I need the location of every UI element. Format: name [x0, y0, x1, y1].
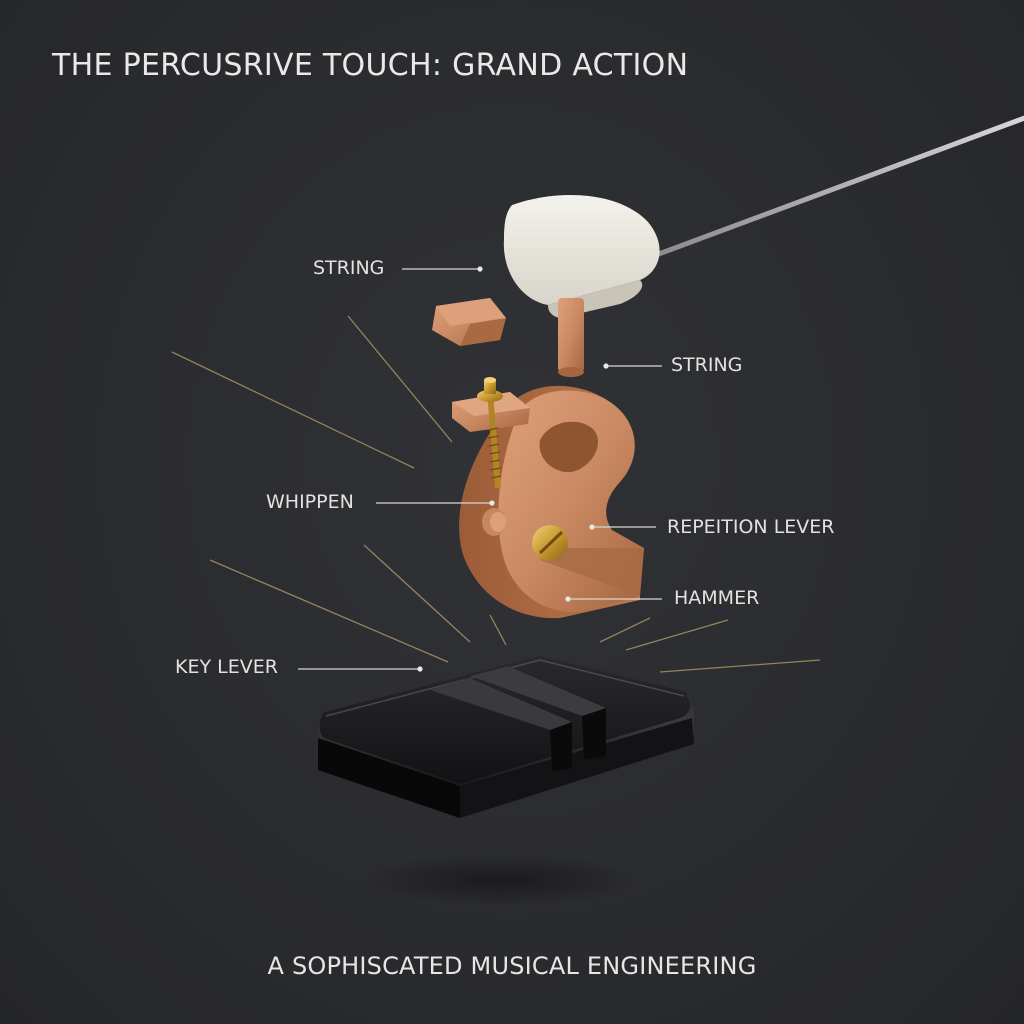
whippen-body: [459, 385, 644, 619]
caption: A SOPHISCATED MUSICAL ENGINEERING: [267, 952, 757, 980]
pivot-screw: [532, 525, 568, 561]
wood-block: [432, 298, 506, 346]
string-wire: [645, 115, 1024, 261]
label-string-lower: STRING: [671, 354, 743, 376]
brass-screw: [477, 377, 503, 489]
label-key-lever: KEY LEVER: [175, 656, 278, 678]
key-shadow: [360, 854, 640, 906]
label-hammer: HAMMER: [674, 587, 760, 609]
leader-lines: [298, 266, 662, 672]
motion-lines: [171, 315, 821, 673]
label-repetition-lever: REPEITION LEVER: [667, 516, 835, 538]
page-title: THE PERCUSRIVE TOUCH: GRAND ACTION: [52, 48, 689, 83]
dowel: [482, 508, 506, 536]
label-string-upper: STRING: [313, 257, 385, 279]
label-whippen: WHIPPEN: [266, 491, 354, 513]
key-lever-model: [318, 656, 694, 818]
hammer-shank: [558, 298, 584, 377]
